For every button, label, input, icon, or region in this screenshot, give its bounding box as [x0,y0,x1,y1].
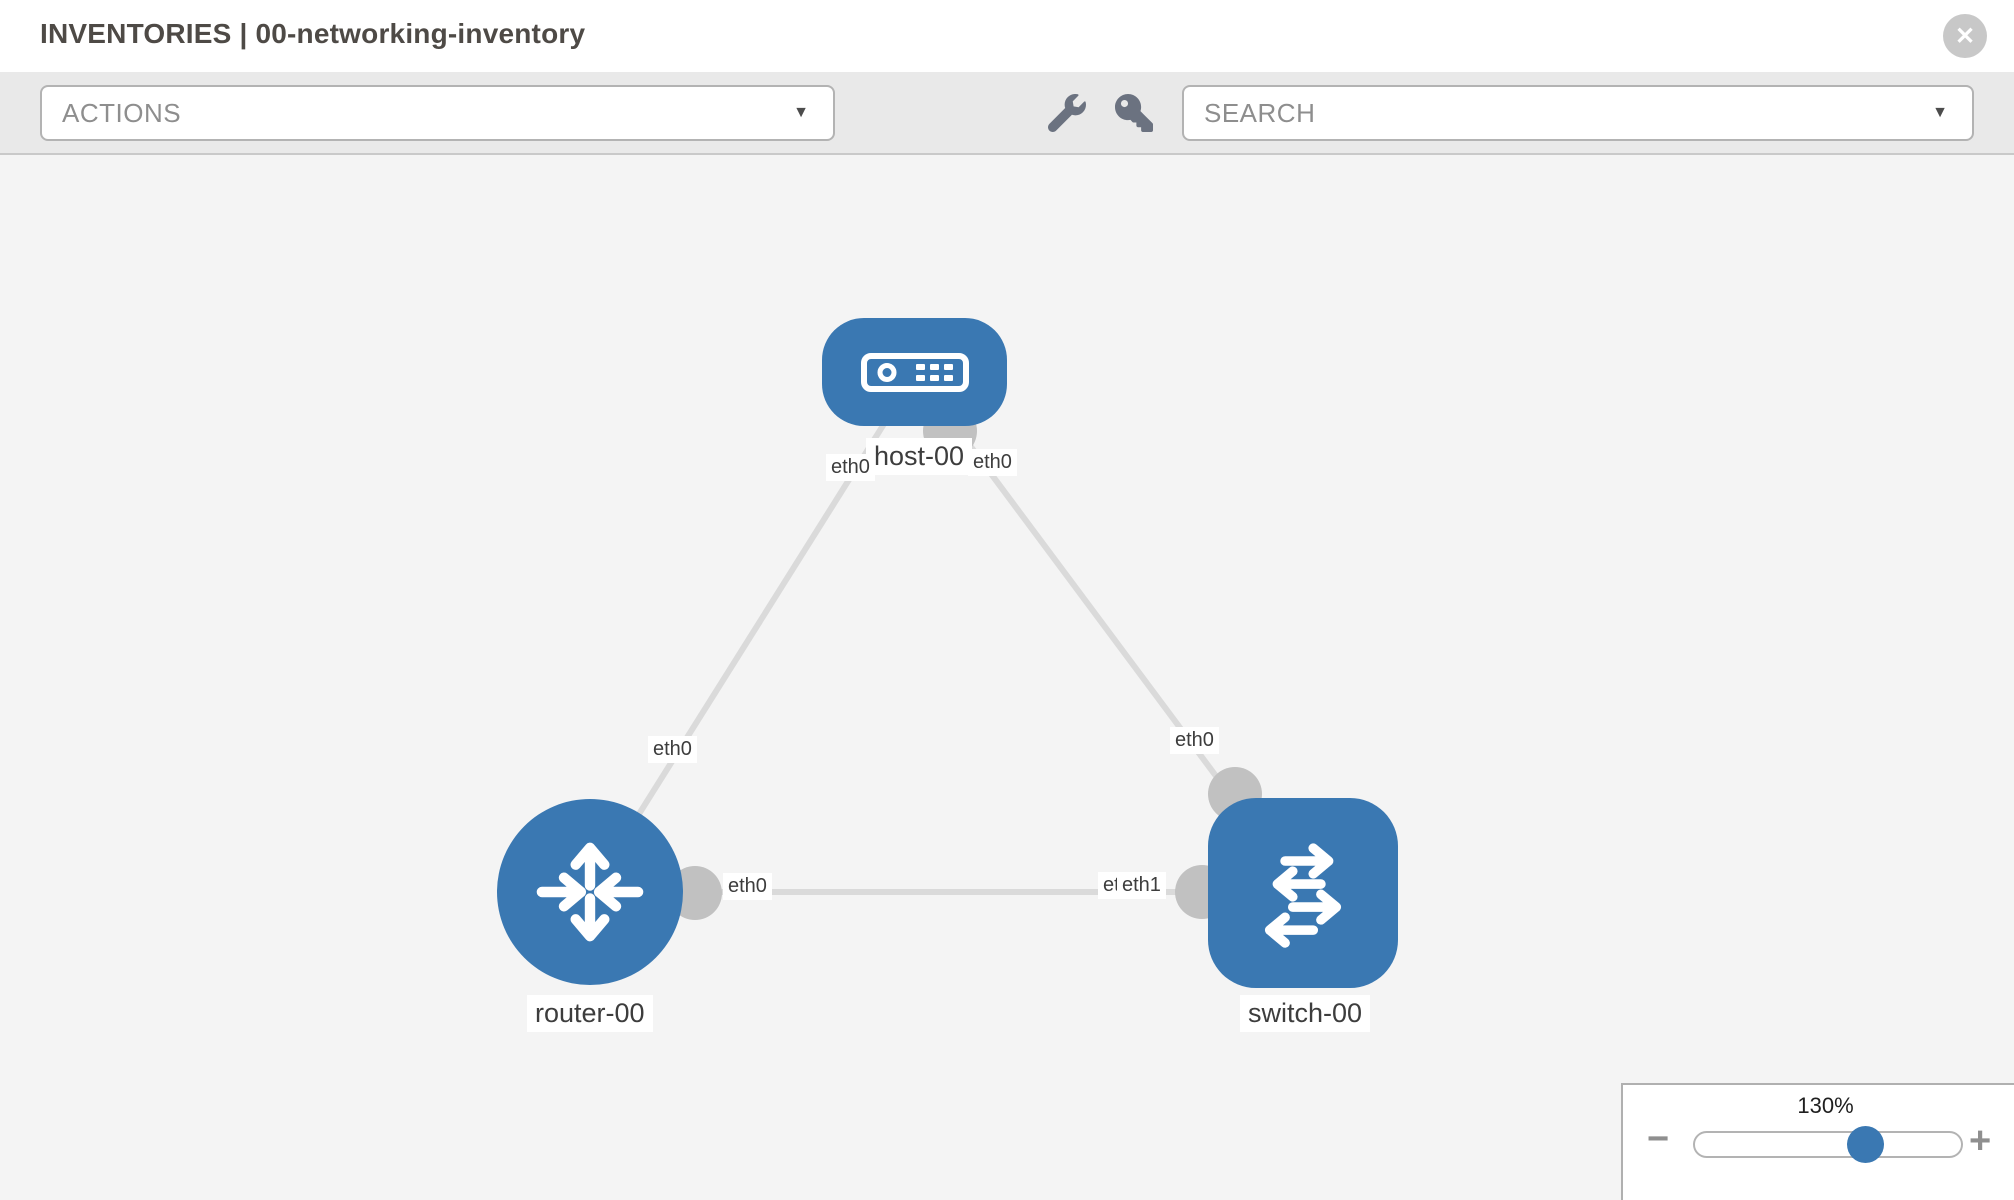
if-label-router-eth0-right: eth0 [723,873,772,900]
if-label-switch-eth0-uplink: eth0 [1170,727,1219,754]
search-dropdown[interactable]: SEARCH ▼ [1182,85,1974,141]
zoom-slider-track[interactable] [1693,1131,1963,1158]
close-icon[interactable]: ✕ [1943,14,1987,58]
header: INVENTORIES | 00-networking-inventory ✕ [0,0,2014,72]
search-input-placeholder: SEARCH [1204,97,1316,128]
node-switch-00[interactable] [1208,798,1398,988]
node-label-router-00: router-00 [527,995,653,1032]
toolbar: ACTIONS ▼ SEARCH ▼ [0,72,2014,155]
chevron-down-icon: ▼ [1932,104,1948,121]
host-icon [854,341,976,403]
if-label-router-eth0-uplink: eth0 [648,736,697,763]
chevron-down-icon: ▼ [793,104,809,121]
node-label-switch-00: switch-00 [1240,995,1371,1032]
key-icon[interactable] [1115,94,1153,132]
page-title: INVENTORIES | 00-networking-inventory [40,18,586,49]
node-label-host-00: host-00 [866,438,973,475]
actions-dropdown-label: ACTIONS [62,97,182,128]
router-icon [525,827,655,957]
switch-icon [1239,829,1367,957]
actions-dropdown[interactable]: ACTIONS ▼ [40,85,835,141]
zoom-level-value: 130% [1797,1093,1854,1118]
if-label-switch-eth1: eth1 [1117,872,1166,899]
zoom-slider-knob[interactable] [1847,1126,1884,1163]
topology-canvas[interactable]: host-00 router-00 switch-00 eth0 eth0 et… [0,155,2014,1200]
if-label-host-eth0-left: eth0 [826,454,875,481]
wrench-icon[interactable] [1048,93,1086,132]
node-router-00[interactable] [497,799,683,985]
links-layer [587,371,1306,920]
zoom-out-icon[interactable]: − [1647,1118,1670,1160]
if-label-host-eth0-right: eth0 [968,449,1017,476]
node-host-00[interactable] [822,318,1007,426]
zoom-in-icon[interactable]: + [1969,1120,1992,1162]
zoom-control-panel: 130% − + [1621,1083,2014,1200]
